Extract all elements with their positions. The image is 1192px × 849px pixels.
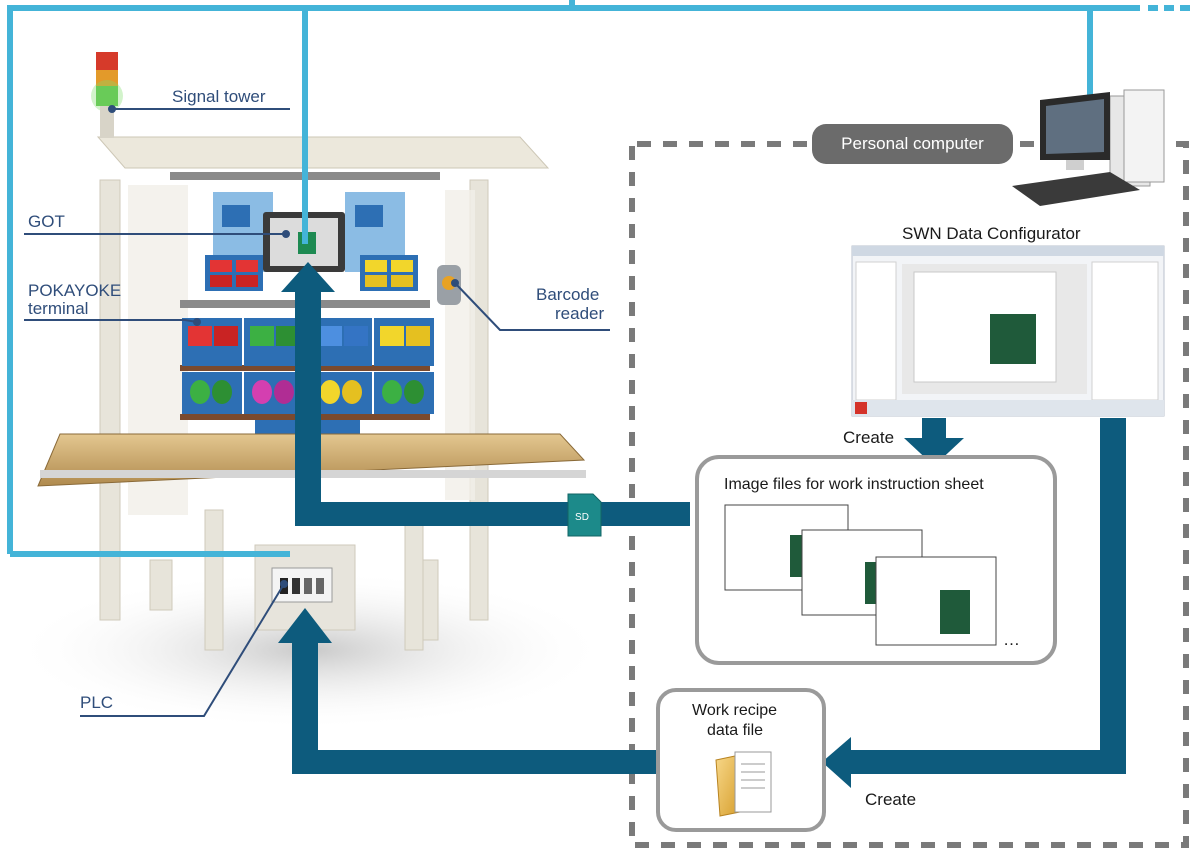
- create-label-bottom: Create: [865, 790, 917, 809]
- pokayoke-label-line2: terminal: [28, 299, 89, 318]
- image-files-panel: [695, 455, 1057, 665]
- network-lines: [7, 0, 1192, 557]
- arrow-to-got: [281, 262, 690, 526]
- image-files-title: Image files for work instruction sheet: [724, 476, 984, 493]
- create-label-top: Create: [843, 428, 895, 447]
- sd-card-label: SD: [575, 512, 589, 523]
- pokayoke-label-line1: POKAYOKE: [28, 281, 122, 300]
- barcode-label-line1: Barcode: [536, 285, 600, 304]
- instruction-sheet-3: [875, 556, 997, 646]
- folder-document-icon: [715, 751, 772, 817]
- signal-tower-illustration: [91, 52, 123, 138]
- flow-arrows: [278, 262, 1126, 788]
- swn-title: SWN Data Configurator: [902, 224, 1081, 243]
- signal-tower-label: Signal tower: [172, 87, 266, 106]
- desktop-computer-icon: [1012, 89, 1165, 206]
- sd-card-icon: [567, 493, 602, 537]
- more-ellipsis: …: [1003, 630, 1020, 649]
- plc-label: PLC: [80, 693, 114, 712]
- leader-lines: [24, 105, 610, 717]
- got-label: GOT: [28, 212, 65, 231]
- arrow-to-recipe: [822, 418, 1126, 788]
- barcode-label-line2: reader: [555, 304, 605, 323]
- arrow-to-image-files: [904, 418, 964, 466]
- recipe-panel: [656, 688, 826, 832]
- personal-computer-badge: Personal computer: [812, 124, 1013, 164]
- recipe-title-line1: Work recipe: [692, 702, 778, 719]
- swn-screenshot: [851, 245, 1165, 417]
- recipe-title-line2: data file: [707, 722, 764, 739]
- arrow-to-plc: [278, 608, 658, 774]
